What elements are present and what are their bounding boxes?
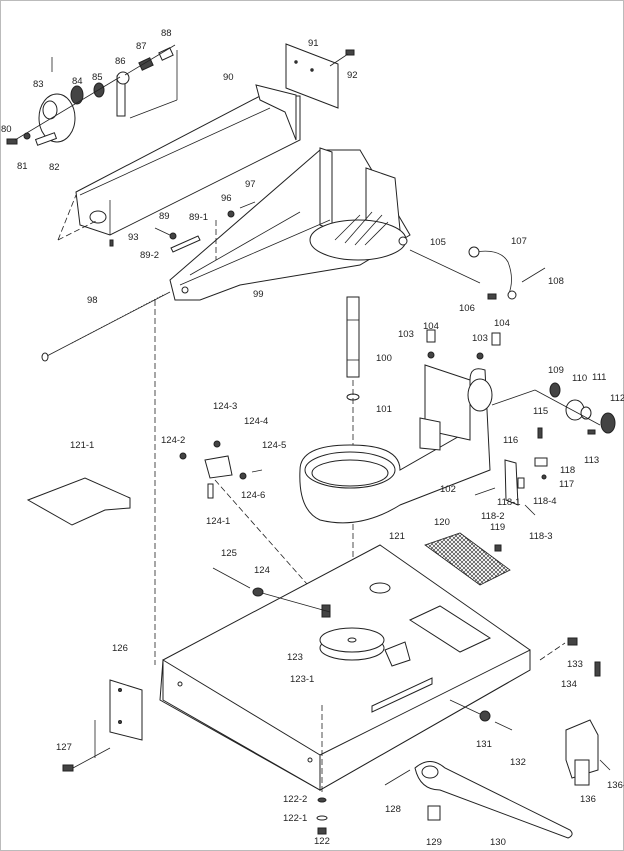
coolant-pump-136 xyxy=(539,637,611,786)
vise-jaw-90 xyxy=(57,84,301,241)
screw-80 xyxy=(6,138,18,145)
leadscrew-98 xyxy=(41,291,171,665)
label-124-4: 124-4 xyxy=(244,416,268,427)
label-124-3: 124-3 xyxy=(213,401,237,412)
label-129: 129 xyxy=(426,837,442,848)
label-104: 104 xyxy=(423,321,439,332)
label-123: 123 xyxy=(287,652,303,663)
label-124-2: 124-2 xyxy=(161,435,185,446)
label-134: 134 xyxy=(561,679,577,690)
label-124: 124 xyxy=(254,565,270,576)
label-91: 91 xyxy=(308,38,319,49)
label-81: 81 xyxy=(17,161,28,172)
label-121-1: 121-1 xyxy=(70,440,94,451)
label-108: 108 xyxy=(548,276,564,287)
label-121: 121 xyxy=(389,531,405,542)
label-90: 90 xyxy=(223,72,234,83)
label-130: 130 xyxy=(490,837,506,848)
label-123-1: 123-1 xyxy=(290,674,314,685)
label-118: 118 xyxy=(560,465,575,476)
label-136-1: 136-1 xyxy=(607,780,624,791)
mesh-screen-120 xyxy=(424,532,511,586)
pin-88 xyxy=(158,47,174,61)
label-119: 119 xyxy=(490,522,505,533)
label-80: 80 xyxy=(1,124,12,135)
jaw-plate-91 xyxy=(285,43,355,109)
label-118-1: 118-1 xyxy=(497,497,521,508)
label-111: 111 xyxy=(592,372,606,383)
label-107: 107 xyxy=(511,236,527,247)
label-84: 84 xyxy=(72,76,83,87)
label-89-1: 89-1 xyxy=(189,212,208,223)
small-fasteners xyxy=(109,201,256,260)
part-number-labels: 80 81 82 83 84 85 86 87 88 90 91 92 93 8… xyxy=(1,28,624,848)
label-82: 82 xyxy=(49,162,60,173)
label-125: 125 xyxy=(221,548,237,559)
base-121 xyxy=(159,544,531,791)
label-131: 131 xyxy=(476,739,492,750)
label-97: 97 xyxy=(245,179,256,190)
label-89-2: 89-2 xyxy=(140,250,159,261)
fasteners-122 xyxy=(316,705,328,835)
label-122: 122 xyxy=(314,836,330,847)
bolt-125 xyxy=(212,567,331,613)
label-100: 100 xyxy=(376,353,392,364)
label-132: 132 xyxy=(510,757,526,768)
label-88: 88 xyxy=(161,28,172,39)
label-118-3: 118-3 xyxy=(529,531,553,542)
label-126: 126 xyxy=(112,643,128,654)
label-93: 93 xyxy=(128,232,139,243)
label-112: 112 xyxy=(610,393,624,404)
vise-base-99 xyxy=(169,147,411,301)
lock-lever-assembly xyxy=(409,246,546,300)
label-85: 85 xyxy=(92,72,103,83)
label-128: 128 xyxy=(385,804,401,815)
limit-switch-assembly xyxy=(474,427,548,516)
label-104: 104 xyxy=(494,318,510,329)
label-122-1: 122-1 xyxy=(283,813,307,824)
label-118-4: 118-4 xyxy=(533,496,557,507)
label-89: 89 xyxy=(159,211,170,222)
label-106: 106 xyxy=(459,303,475,314)
label-96: 96 xyxy=(221,193,232,204)
label-115: 115 xyxy=(533,406,548,417)
label-86: 86 xyxy=(115,56,126,67)
label-120: 120 xyxy=(434,517,450,528)
swing-arm-102 xyxy=(299,364,493,524)
bearing-84 xyxy=(70,85,84,105)
label-122-2: 122-2 xyxy=(283,794,307,805)
turntable-123 xyxy=(319,627,385,661)
label-127: 127 xyxy=(56,742,72,753)
label-118-2: 118-2 xyxy=(481,511,505,522)
label-136: 136 xyxy=(580,794,596,805)
label-124-5: 124-5 xyxy=(262,440,286,451)
label-98: 98 xyxy=(87,295,98,306)
spring-87 xyxy=(138,57,154,71)
label-110: 110 xyxy=(572,373,587,384)
label-105: 105 xyxy=(430,237,446,248)
label-99: 99 xyxy=(253,289,264,300)
chip-tray-121-1 xyxy=(26,477,131,526)
label-124-1: 124-1 xyxy=(206,516,230,527)
label-103: 103 xyxy=(398,329,414,340)
handwheel-assembly xyxy=(6,44,178,146)
label-124-6: 124-6 xyxy=(241,490,265,501)
label-133: 133 xyxy=(567,659,583,670)
label-113: 113 xyxy=(584,455,599,466)
wrench-130 xyxy=(384,699,573,839)
label-101: 101 xyxy=(376,404,392,415)
screw-92 xyxy=(345,49,355,56)
label-103: 103 xyxy=(472,333,488,344)
handwheel-82 xyxy=(38,93,76,143)
label-117: 117 xyxy=(559,479,574,490)
label-83: 83 xyxy=(33,79,44,90)
bearing-cover-assembly xyxy=(491,382,616,435)
cover-plate-126 xyxy=(62,679,143,772)
label-109: 109 xyxy=(548,365,564,376)
label-116: 116 xyxy=(503,435,518,446)
label-92: 92 xyxy=(347,70,358,81)
label-102: 102 xyxy=(440,484,456,495)
label-87: 87 xyxy=(136,41,147,52)
